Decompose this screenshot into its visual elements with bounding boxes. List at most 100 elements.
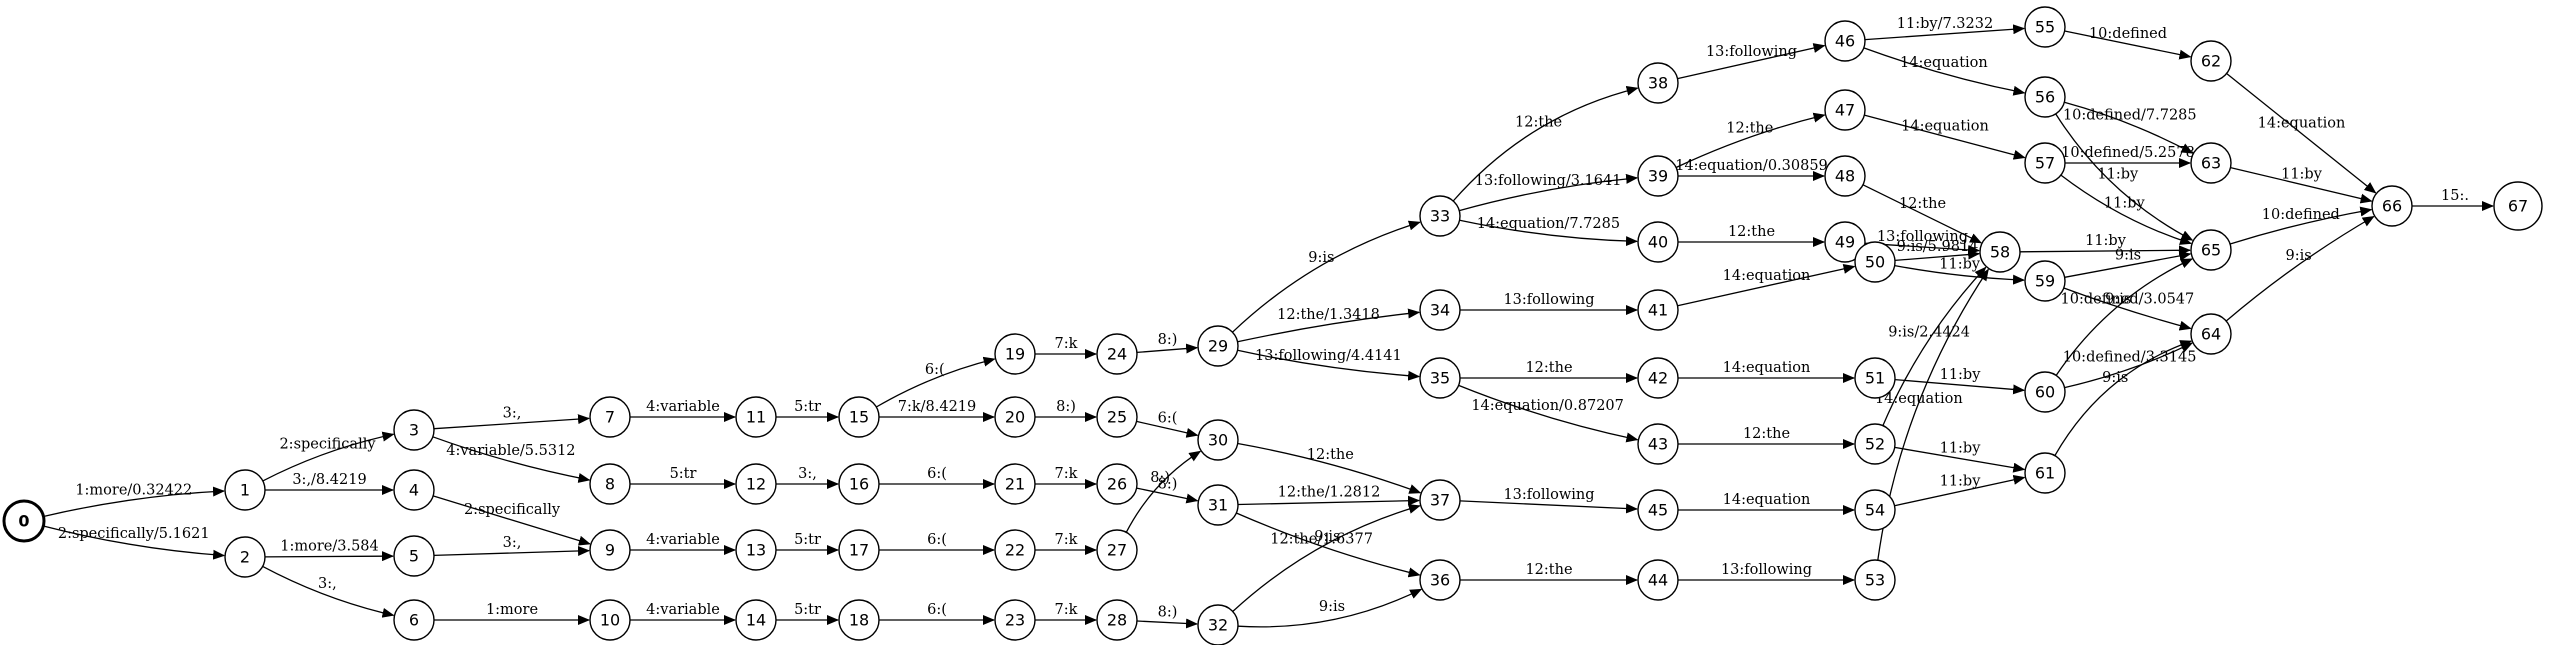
edge-15-to-20: 7:k/8.4219 xyxy=(878,399,995,422)
edge-31-to-36: 9:is xyxy=(1236,512,1421,578)
edge-line xyxy=(1894,249,1981,262)
state-label: 10 xyxy=(600,611,620,630)
edge-line xyxy=(1458,384,1639,443)
edge-label: 5:tr xyxy=(794,602,821,618)
edge-label: 8:) xyxy=(1056,399,1076,415)
state-label: 46 xyxy=(1835,32,1855,51)
edge-22-to-27: 7:k xyxy=(1034,532,1097,555)
state-circle xyxy=(393,469,435,511)
state-node: 5 xyxy=(393,535,435,577)
edge-label: 9:is xyxy=(1319,599,1345,615)
state-label: 66 xyxy=(2382,197,2402,216)
edge-45-to-54: 14:equation xyxy=(1678,492,1855,515)
edge-19-to-24: 7:k xyxy=(1034,336,1097,359)
state-node: 66 xyxy=(2371,185,2413,227)
state-label: 67 xyxy=(2508,197,2528,216)
state-circle xyxy=(2190,229,2232,271)
state-node: 2 xyxy=(224,536,266,578)
edge-label: 14:equation xyxy=(2258,116,2346,132)
edge-label: 13:following xyxy=(1503,487,1594,503)
state-label: 27 xyxy=(1107,541,1127,560)
edge-label: 11:by xyxy=(1940,367,1982,383)
edge-label: 1:more xyxy=(486,602,538,618)
state-circle xyxy=(2024,76,2066,118)
state-node: 31 xyxy=(1197,484,1239,526)
edge-29-to-35: 13:following/4.4141 xyxy=(1237,348,1421,381)
edge-39-to-47: 12:the xyxy=(1675,112,1826,169)
edge-line xyxy=(262,431,395,482)
state-label: 65 xyxy=(2201,241,2221,260)
edge-line xyxy=(1459,500,1638,514)
state-node: 8 xyxy=(589,463,631,505)
edge-label: 10:defined/3.3145 xyxy=(2063,350,2197,366)
state-circle xyxy=(1637,62,1679,104)
edge-39-to-48: 14:equation/0.30859 xyxy=(1675,158,1828,181)
edge-label: 8:) xyxy=(1158,332,1178,348)
edge-44-to-53: 13:following xyxy=(1678,562,1855,585)
edge-35-to-42: 12:the xyxy=(1459,360,1638,383)
edge-label: 11:by/7.3232 xyxy=(1897,16,1993,32)
state-circle xyxy=(2024,260,2066,302)
state-circle xyxy=(1854,241,1896,283)
state-label: 20 xyxy=(1005,408,1025,427)
state-label: 61 xyxy=(2035,464,2055,483)
state-label: 28 xyxy=(1107,611,1127,630)
state-circle xyxy=(2190,40,2232,82)
edge-5-to-9: 3:, xyxy=(433,535,590,557)
state-circle xyxy=(838,599,880,641)
edge-label: 9:is xyxy=(2102,370,2128,386)
edge-65-to-66: 10:defined xyxy=(2229,206,2373,245)
edge-6-to-10: 1:more xyxy=(434,602,590,625)
edge-38-to-46: 13:following xyxy=(1677,43,1826,80)
state-label: 60 xyxy=(2035,383,2055,402)
edge-29-to-34: 12:the/1.3418 xyxy=(1237,307,1421,343)
edge-line xyxy=(1232,504,1421,612)
edge-29-to-33: 9:is xyxy=(1232,220,1421,333)
edge-label: 8:) xyxy=(1158,477,1178,493)
state-label: 3 xyxy=(409,421,419,440)
state-node: 1 xyxy=(224,469,266,511)
state-label: 53 xyxy=(1865,571,1885,590)
edge-24-to-29: 8:) xyxy=(1136,332,1199,354)
state-node: 11 xyxy=(735,396,777,438)
edge-label: 1:more/3.584 xyxy=(280,539,379,555)
state-node: 7 xyxy=(589,396,631,438)
edge-label: 12:the/1.6377 xyxy=(1270,531,1373,547)
state-circle xyxy=(1979,231,2021,273)
edge-label: 9:is xyxy=(1308,250,1334,266)
state-label: 42 xyxy=(1648,369,1668,388)
state-label: 39 xyxy=(1648,167,1668,186)
state-node: 45 xyxy=(1637,489,1679,531)
edge-line xyxy=(2055,258,2193,376)
edge-32-to-37: 12:the/1.6377 xyxy=(1232,504,1421,612)
edge-label: 12:the xyxy=(1899,196,1946,212)
state-node: 4 xyxy=(393,469,435,511)
edge-23-to-28: 7:k xyxy=(1035,602,1097,625)
state-node: 9 xyxy=(589,529,631,571)
edge-label: 15:. xyxy=(2441,188,2469,204)
edge-line xyxy=(2019,245,2191,256)
state-label: 49 xyxy=(1835,233,1855,252)
edge-label: 5:tr xyxy=(670,466,697,482)
state-circle xyxy=(1419,479,1461,521)
state-circle xyxy=(838,529,880,571)
edge-2-to-6: 3:, xyxy=(262,565,395,618)
edge-line xyxy=(2063,287,2192,331)
state-circle xyxy=(994,463,1036,505)
edge-line xyxy=(2064,30,2192,60)
edge-line xyxy=(1864,24,2026,41)
state-label: 37 xyxy=(1430,491,1450,510)
state-node: 38 xyxy=(1637,62,1679,104)
state-node: 61 xyxy=(2024,452,2066,494)
state-node: 65 xyxy=(2190,229,2232,271)
edge-54-to-61: 11:by xyxy=(1894,474,2026,507)
edge-33-to-38: 12:the xyxy=(1452,85,1639,202)
state-circle xyxy=(589,463,631,505)
edge-line xyxy=(1452,85,1639,202)
edge-label: 3:, xyxy=(318,576,337,592)
state-label: 9 xyxy=(605,541,615,560)
state-circle xyxy=(1824,221,1866,263)
state-circle xyxy=(1419,289,1461,331)
edge-line xyxy=(1459,219,1638,247)
edge-0-to-2: 2:specifically/5.1621 xyxy=(44,525,226,560)
